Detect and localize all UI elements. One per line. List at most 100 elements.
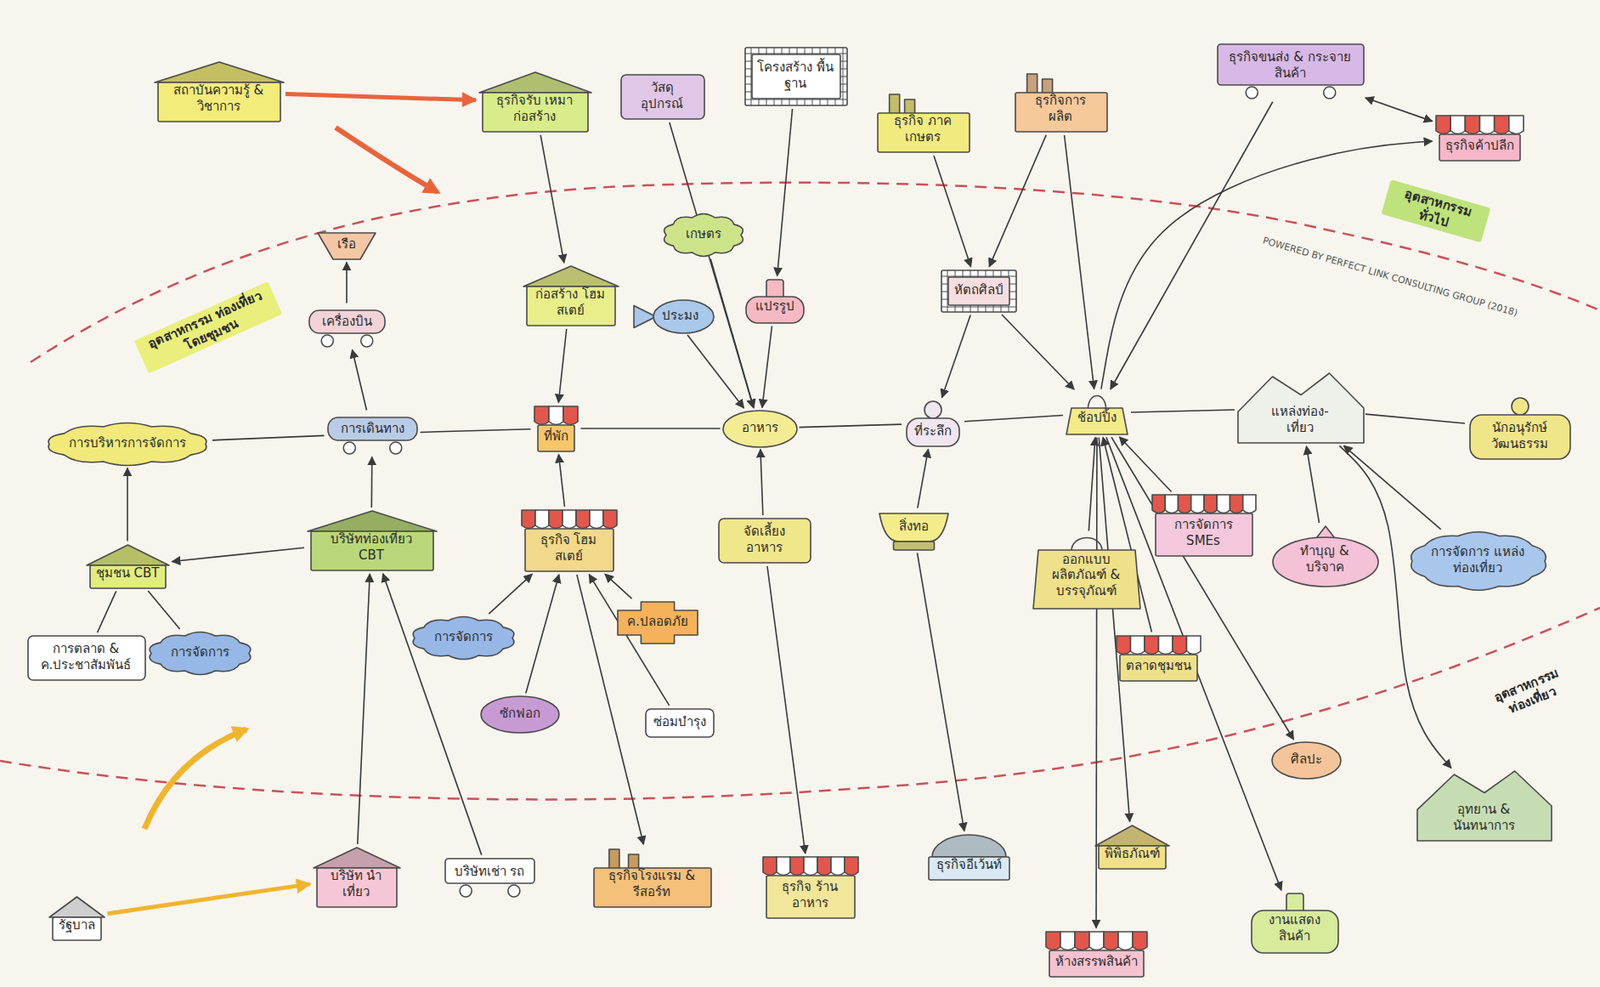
node-text: ธุรกิจ โฮมสเตย์: [530, 531, 607, 565]
person-node: ที่ระลึก: [903, 399, 963, 448]
outline-part: [389, 441, 402, 454]
node-text: ธุรกิจค้าปลีก: [1444, 137, 1516, 154]
outline-part: [803, 856, 818, 876]
outline-part: [343, 441, 356, 454]
outline-part: [1450, 115, 1465, 135]
outline-part: [1066, 407, 1128, 435]
node-text: รัฐบาล: [57, 916, 97, 933]
outline-part: [1272, 537, 1379, 587]
outline-part: [1098, 845, 1166, 869]
node-text: แหล่งท่อง- เที่ยว: [1261, 403, 1339, 436]
outline-part: [831, 856, 845, 876]
node-text: ที่พัก: [542, 428, 570, 445]
outline-part: [745, 47, 848, 106]
connector: [147, 590, 180, 629]
outline-part: [576, 509, 590, 529]
grid-node: หัตถศิลป์: [939, 268, 1018, 314]
connector: [964, 414, 1063, 421]
outline-part: [1217, 44, 1364, 85]
connector: [1098, 436, 1130, 821]
mountain-node: แหล่งท่อง- เที่ยว: [1236, 371, 1364, 445]
outline-part: [664, 213, 744, 256]
outline-part: [521, 509, 536, 529]
outline-part: [1049, 949, 1144, 977]
outline-part: [653, 299, 714, 334]
node-outline: [617, 601, 698, 644]
outline-part: [482, 92, 588, 132]
node-text: ก่อสร้าง โฮมสเตย์: [531, 286, 609, 319]
cloud-node: การจัดการ: [146, 630, 255, 676]
node-text: ที่ระลึก: [913, 423, 953, 440]
connector: [942, 314, 972, 397]
outline-part: [507, 884, 520, 897]
node-text: บริษัทท่องเที่ยว CBT: [316, 531, 427, 564]
node-outline: [1045, 931, 1148, 977]
node-outline: [154, 62, 284, 122]
outline-part: [1144, 635, 1160, 655]
connector: [345, 262, 348, 304]
outline-part: [1216, 494, 1230, 514]
node-outline: [521, 509, 617, 572]
outline-part: [86, 544, 170, 566]
outline-part: [1272, 741, 1341, 779]
node-outline: [309, 310, 385, 347]
outline-part: [1060, 931, 1075, 950]
outline-part: [28, 635, 146, 680]
ellipse-node: ซักฟอก: [480, 695, 560, 734]
connector: [488, 573, 532, 614]
node-text: ศิลปะ: [1289, 751, 1323, 768]
node-text: บริษัท นำเที่ยว: [322, 867, 391, 900]
outline-part: [633, 305, 656, 328]
ellipse-node: ศิลปะ: [1271, 740, 1342, 780]
node-outline: [317, 232, 376, 260]
flow-arrow: [144, 729, 247, 829]
shop-node: ธุรกิจ โฮมสเตย์: [520, 508, 617, 573]
node-text: จัดเลี้ยง อาหาร: [725, 523, 803, 556]
node-outline: [412, 616, 515, 659]
node-text: การจัดการ: [433, 628, 494, 645]
outline-part: [158, 82, 281, 122]
cloud-node: การบริหารการจัดการ: [44, 421, 211, 467]
outline-part: [718, 518, 811, 563]
node-text: แปรรูป: [754, 298, 796, 315]
house-node: สถาบันความรู้ & วิชาการ: [152, 60, 284, 124]
outline-part: [1230, 494, 1244, 514]
outline-part: [1439, 134, 1521, 161]
outline-part: [1045, 931, 1061, 950]
house-node: ชุมชน CBT: [84, 542, 171, 590]
grid-lines: [745, 47, 848, 106]
node-outline: [1015, 73, 1108, 132]
outline-part: [1015, 92, 1108, 132]
outline-part: [906, 418, 960, 447]
node-outline: [906, 401, 960, 447]
node-text: ชุมชน CBT: [95, 565, 161, 582]
outline-part: [321, 334, 334, 347]
node-text: ธุรกิจการ ผลิต: [1022, 92, 1099, 125]
node-outline: [1066, 395, 1128, 435]
fish-node: ประมง: [632, 299, 715, 334]
outline-part: [941, 270, 1017, 312]
outline-part: [1493, 115, 1509, 135]
shop-node: ธุรกิจค้าปลีก: [1434, 113, 1526, 163]
connector: [933, 155, 972, 267]
outline-part: [535, 509, 549, 529]
outline-part: [1508, 115, 1523, 135]
outline-part: [1158, 635, 1173, 655]
node-text: เรือ: [336, 236, 357, 253]
node-text: พิพิธภัณฑ์: [1103, 845, 1161, 862]
outline-part: [1074, 931, 1090, 950]
node-outline: [621, 74, 705, 119]
node-outline: [49, 896, 105, 940]
connector: [1339, 445, 1451, 768]
outline-part: [1436, 115, 1451, 135]
connector: [1095, 437, 1098, 928]
connector: [581, 427, 721, 430]
outline-part: [1464, 115, 1480, 135]
bus-node: บริษัทเช่า รถ: [443, 856, 537, 899]
house-node: ก่อสร้าง โฮมสเตย์: [521, 264, 619, 328]
bottle-node: งานแสดง สินค้า: [1249, 891, 1339, 955]
outline-part: [948, 277, 1010, 306]
node-text: ค.ปลอดภัย: [626, 613, 690, 630]
outline-part: [310, 531, 434, 571]
node-text: อาหาร: [740, 419, 780, 436]
